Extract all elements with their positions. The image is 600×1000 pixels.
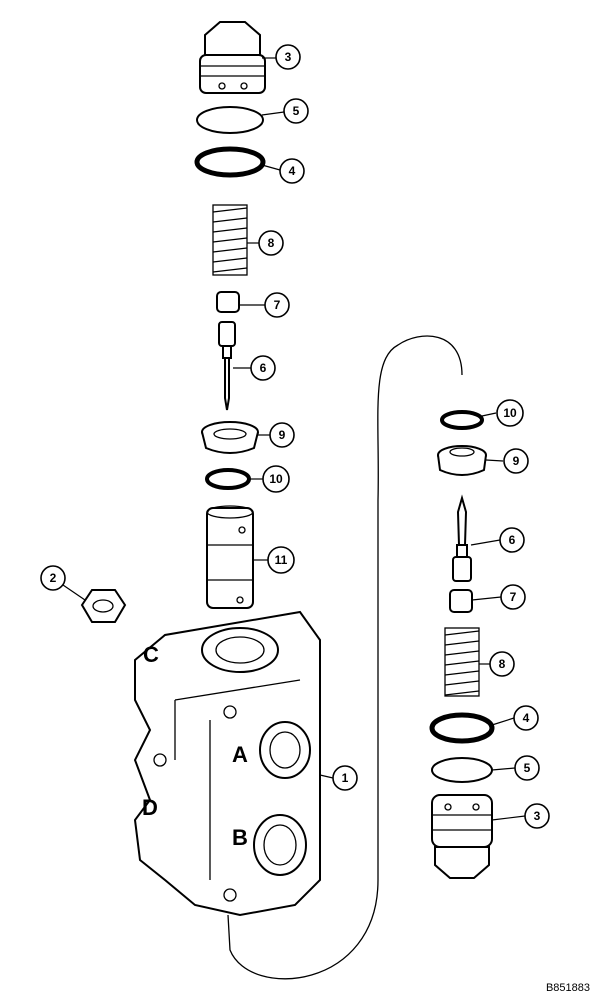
right-plug-part-3 [431, 794, 493, 879]
svg-text:7: 7 [274, 298, 281, 312]
callout-top-4: 4 [279, 158, 305, 184]
svg-text:8: 8 [499, 657, 506, 671]
callout-top-9: 9 [269, 422, 295, 448]
right-o-ring-part-4 [429, 712, 495, 744]
svg-text:2: 2 [50, 571, 57, 585]
svg-text:10: 10 [503, 406, 517, 420]
callout-right-9: 9 [503, 448, 529, 474]
svg-text:1: 1 [342, 771, 349, 785]
sleeve-part-11 [206, 505, 254, 609]
port-label-b: B [232, 825, 248, 850]
svg-text:5: 5 [524, 761, 531, 775]
top-o-ring-part-10 [205, 468, 251, 490]
top-plug-part-3 [199, 21, 266, 94]
svg-text:11: 11 [275, 553, 288, 567]
connector-line [227, 335, 463, 980]
svg-text:4: 4 [289, 164, 296, 178]
svg-text:9: 9 [513, 454, 520, 468]
right-cap-part-7 [449, 589, 473, 613]
callout-top-6: 6 [250, 355, 276, 381]
valve-body-part-1 [133, 610, 321, 917]
svg-text:3: 3 [534, 809, 541, 823]
callout-right-7: 7 [500, 584, 526, 610]
callout-top-5: 5 [283, 98, 309, 124]
svg-text:3: 3 [285, 50, 292, 64]
callout-top-11: 11 [267, 546, 295, 574]
top-backup-ring-part-5 [196, 106, 264, 134]
callout-top-10: 10 [262, 465, 290, 493]
callout-right-4: 4 [513, 705, 539, 731]
plug-part-2 [80, 589, 127, 623]
right-o-ring-part-10 [440, 410, 484, 430]
svg-text:10: 10 [269, 472, 283, 486]
svg-text:5: 5 [293, 104, 300, 118]
port-label-c: C [143, 642, 159, 667]
top-spring-part-8 [212, 204, 248, 276]
svg-text:9: 9 [279, 428, 286, 442]
leaders [62, 57, 526, 821]
top-seat-part-9 [201, 421, 259, 454]
svg-text:6: 6 [260, 361, 267, 375]
top-poppet-part-6 [218, 321, 236, 411]
callout-right-3: 3 [524, 803, 550, 829]
right-spring-part-8 [444, 627, 480, 697]
svg-text:7: 7 [510, 590, 517, 604]
callout-top-8: 8 [258, 230, 284, 256]
callout-top-3: 3 [275, 44, 301, 70]
top-cap-part-7 [216, 291, 240, 313]
callout-left-2: 2 [40, 565, 66, 591]
top-o-ring-part-4 [194, 146, 266, 178]
callout-right-5: 5 [514, 755, 540, 781]
callout-top-7: 7 [264, 292, 290, 318]
callout-right-8: 8 [489, 651, 515, 677]
svg-text:8: 8 [268, 236, 275, 250]
callout-body-1: 1 [332, 765, 358, 791]
document-id: B851883 [545, 982, 590, 994]
port-label-a: A [232, 742, 248, 767]
svg-text:4: 4 [523, 711, 530, 725]
right-backup-ring-part-5 [431, 757, 493, 783]
right-poppet-part-6 [452, 494, 472, 582]
callout-right-10: 10 [496, 399, 524, 427]
port-label-d: D [142, 795, 158, 820]
right-seat-part-9 [437, 445, 487, 476]
callout-right-6: 6 [499, 527, 525, 553]
svg-text:6: 6 [509, 533, 516, 547]
